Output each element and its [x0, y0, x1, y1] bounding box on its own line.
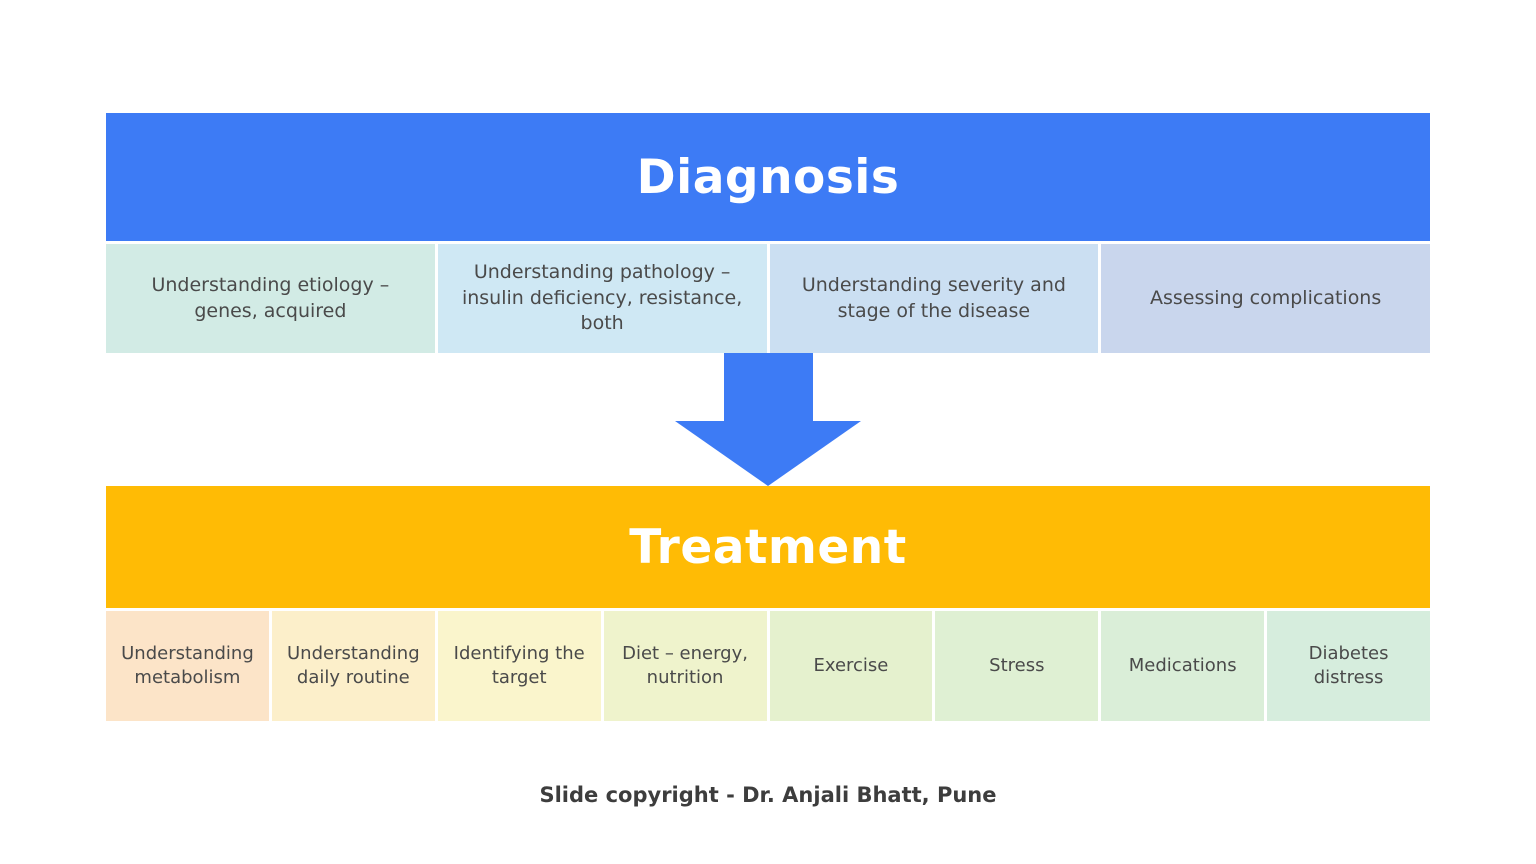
- diagnosis-item: Understanding etiology – genes, acquired: [106, 244, 435, 353]
- treatment-item: Exercise: [769, 611, 933, 721]
- diagnosis-row: Understanding etiology – genes, acquired…: [106, 244, 1430, 353]
- treatment-item-label: Medications: [1128, 654, 1237, 676]
- diagnosis-item-label: Understanding pathology – insulin defici…: [461, 261, 743, 335]
- diagnosis-item-label: Understanding etiology – genes, acquired: [151, 273, 390, 322]
- treatment-item: Stress: [935, 611, 1099, 721]
- diagnosis-item: Assessing complications: [1101, 244, 1430, 353]
- diagnosis-header: Diagnosis: [106, 113, 1430, 241]
- treatment-row: Understanding metabolism Understanding d…: [106, 611, 1430, 721]
- treatment-item-label: Identifying the target: [453, 642, 585, 688]
- treatment-item: Understanding daily routine: [271, 611, 435, 721]
- treatment-item-label: Stress: [989, 654, 1045, 676]
- treatment-item: Diet – energy, nutrition: [603, 611, 767, 721]
- treatment-item: Diabetes distress: [1267, 611, 1430, 721]
- treatment-title: Treatment: [629, 519, 907, 575]
- down-arrow-head-icon: [675, 421, 861, 486]
- treatment-item-label: Understanding daily routine: [287, 642, 420, 688]
- down-arrow-shaft-icon: [723, 353, 813, 421]
- treatment-item-label: Understanding metabolism: [121, 642, 254, 688]
- diagnosis-item-label: Understanding severity and stage of the …: [801, 273, 1066, 322]
- treatment-item-label: Exercise: [813, 654, 889, 676]
- copyright-text: Slide copyright - Dr. Anjali Bhatt, Pune: [539, 783, 997, 807]
- diagnosis-item: Understanding severity and stage of the …: [769, 244, 1099, 353]
- treatment-item-label: Diet – energy, nutrition: [622, 642, 748, 688]
- treatment-item: Medications: [1101, 611, 1265, 721]
- treatment-header: Treatment: [106, 486, 1430, 608]
- treatment-item: Identifying the target: [437, 611, 601, 721]
- treatment-item: Understanding metabolism: [106, 611, 269, 721]
- flow-arrow: [106, 353, 1430, 486]
- slide: Diagnosis Understanding etiology – genes…: [106, 113, 1430, 807]
- diagnosis-item: Understanding pathology – insulin defici…: [437, 244, 767, 353]
- treatment-item-label: Diabetes distress: [1308, 642, 1389, 688]
- diagnosis-item-label: Assessing complications: [1149, 286, 1382, 309]
- diagnosis-title: Diagnosis: [636, 149, 900, 205]
